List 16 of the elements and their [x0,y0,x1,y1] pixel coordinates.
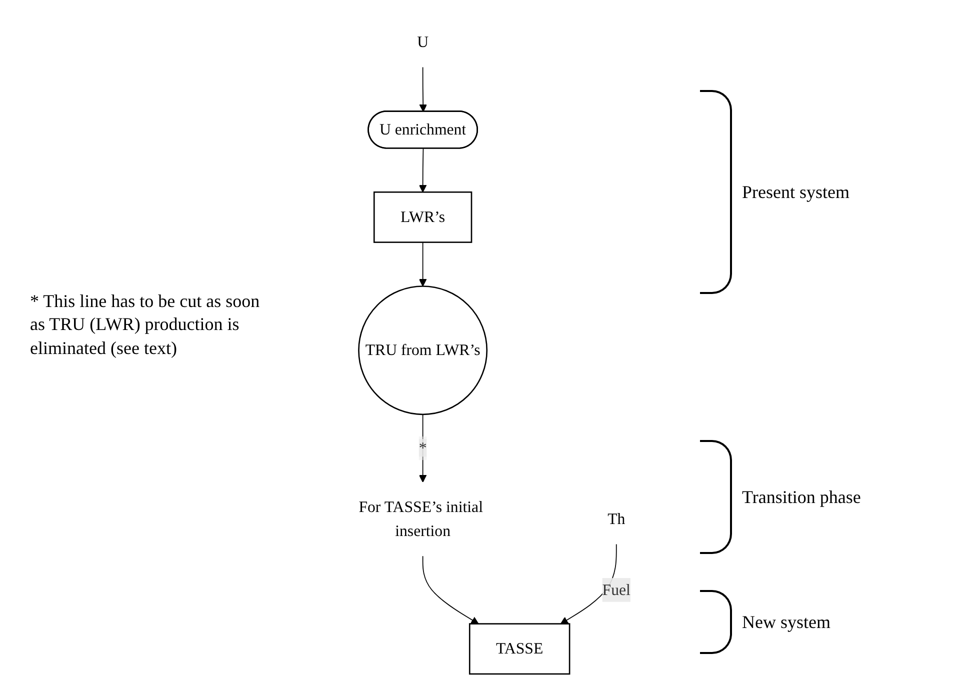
arrow [418,242,427,287]
phase-label: New system [742,612,830,632]
edge-label: Fuel [602,580,630,598]
footnote-text: * This line has to be cut as soon as TRU (LWR) production is eliminated (see text) [30,290,261,360]
arrow [422,556,479,624]
arrow [419,66,427,112]
edge-label: * [418,439,427,457]
arrow [418,148,427,192]
node-text: U [417,32,429,50]
node-text: Th [608,510,626,528]
node-box: LWR’s [373,191,472,243]
node-circle: TRU from LWR’s [358,286,488,416]
phase-label: Transition phase [742,486,861,508]
node-text: For TASSE’s initial insertion [358,498,483,540]
node-box: TASSE [468,623,570,675]
phase-label: Present system [742,182,850,202]
